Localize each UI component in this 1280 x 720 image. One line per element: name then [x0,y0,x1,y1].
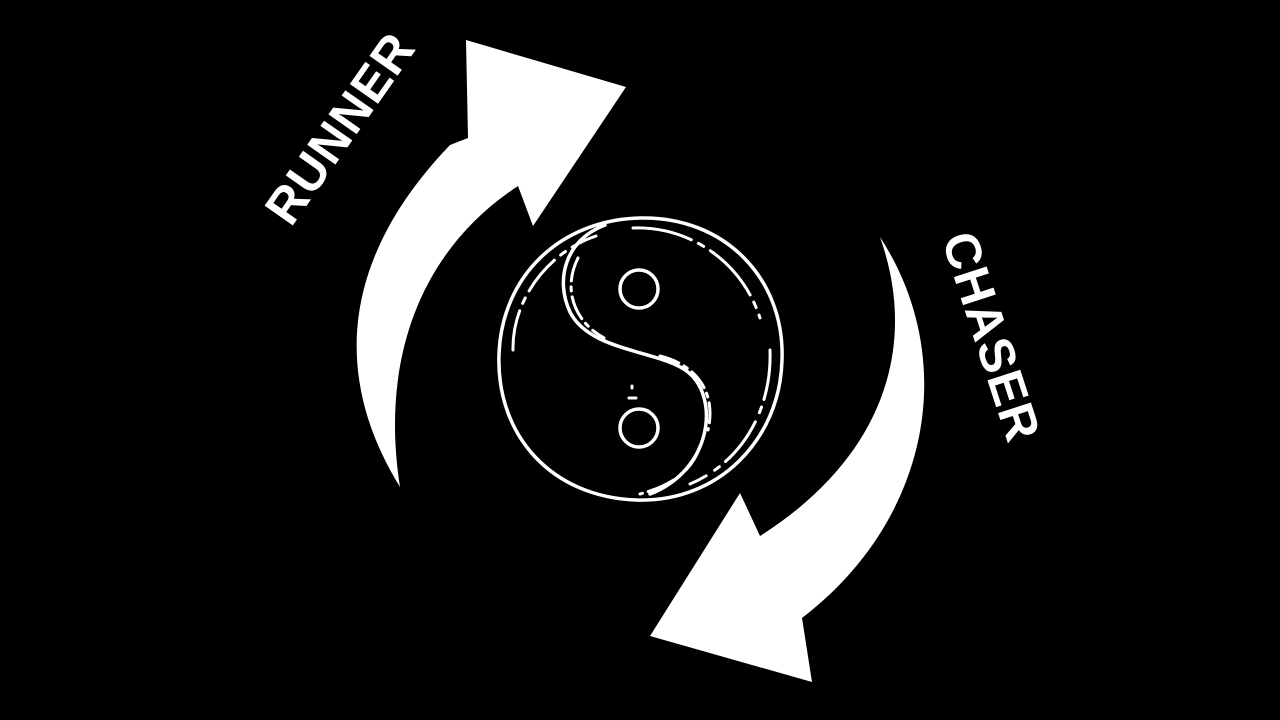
runner-label: RUNNER [254,22,426,234]
yin-yang-icon [497,216,784,502]
curved-arrow-down-icon [650,237,925,682]
chaser-label: CHASER [931,225,1051,449]
curved-arrow-up-icon [356,40,626,487]
